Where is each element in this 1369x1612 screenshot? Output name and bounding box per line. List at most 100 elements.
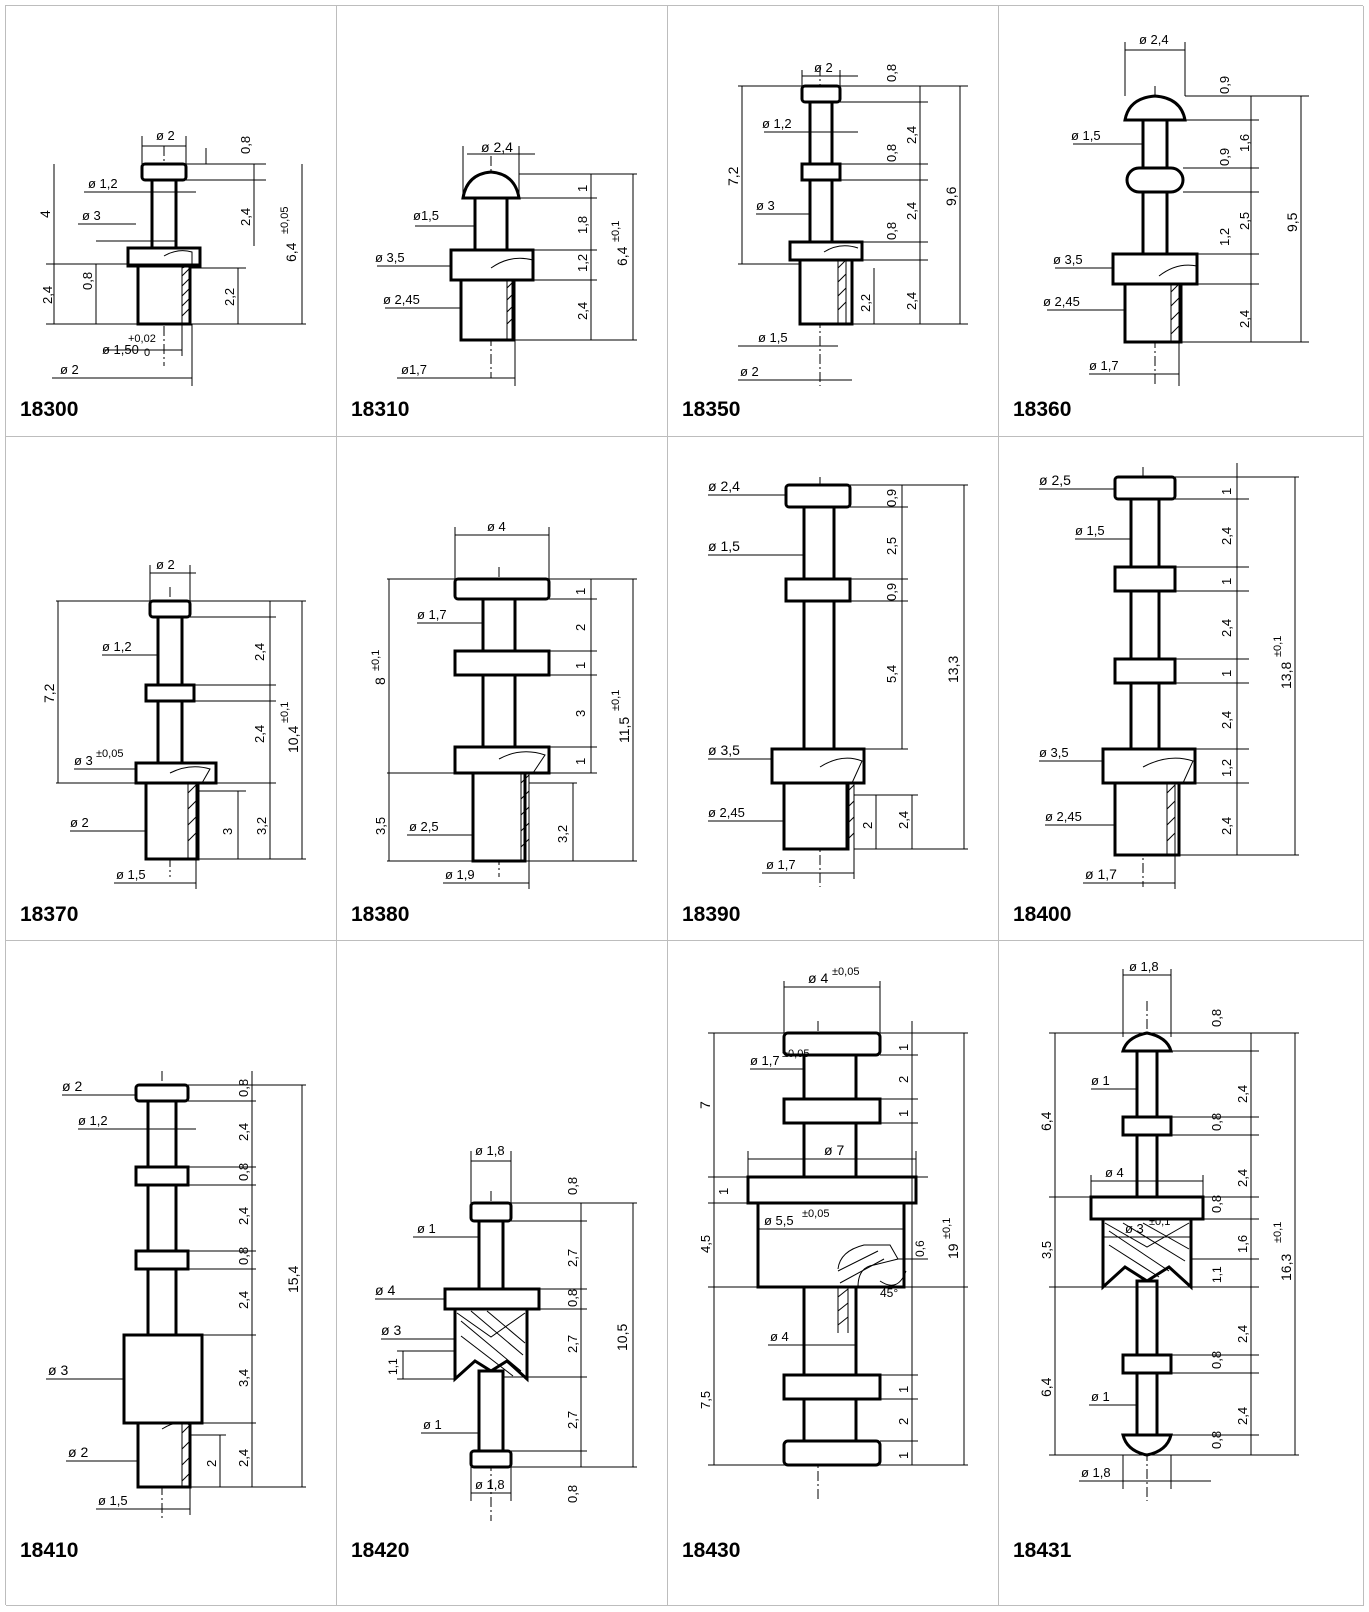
drawing-18430: ø 4 ±0,05 1 ø 1,7 ±0,05 2 7 1 1 ø 7 4,5 … — [697, 966, 968, 1501]
dim-18310-2: ø1,5 — [413, 208, 439, 223]
dim-18370-5: 10,4 — [285, 726, 301, 753]
part-cell-18390: ø 2,4 0,9 ø 1,5 2,5 0,9 5,4 13,3 ø 3,5 ø… — [668, 437, 999, 941]
dim-18370-11: 3,2 — [254, 817, 269, 835]
dim-18430-13: 0,6 — [913, 1240, 927, 1257]
dim-18350-6: 9,6 — [943, 186, 959, 206]
dim-18350-13: ø 2 — [740, 364, 759, 379]
dim-18300-12: +0,02 — [128, 333, 156, 345]
dim-18420-7: 10,5 — [614, 1324, 630, 1351]
dim-18410-7: 15,4 — [285, 1266, 301, 1293]
dim-18360-0: ø 2,4 — [1139, 32, 1169, 47]
drawing-18350: ø 2 0,8 ø 1,2 2,4 0,8 7,2 9,6 ø 3 2,4 0,… — [725, 60, 968, 386]
dim-18370-8: ±0,05 — [96, 748, 123, 760]
dim-18430-14: 19 — [945, 1243, 961, 1259]
dim-18370-2: 2,4 — [252, 643, 267, 661]
dim-18350-11: 2,4 — [904, 292, 919, 310]
dim-18350-8: 2,4 — [904, 202, 919, 220]
dim-18380-10: 1 — [573, 758, 588, 765]
dim-18400-9: 2,4 — [1219, 711, 1234, 729]
dim-18310-9: 2,4 — [575, 302, 590, 320]
dim-18410-12: 2 — [204, 1460, 219, 1467]
dim-18350-7: ø 3 — [756, 198, 775, 213]
dim-18410-8: 2,4 — [236, 1291, 251, 1309]
drawing-18431: ø 1,8 0,8 ø 1 2,4 6,4 0,8 2,4 ø 4 0,8 ø … — [1038, 959, 1299, 1501]
dim-18430-15: ±0,1 — [941, 1218, 953, 1239]
dim-18380-7: 3 — [573, 710, 588, 717]
dim-18380-3: 2 — [573, 624, 588, 631]
dim-18300-2: ø 1,2 — [88, 176, 118, 191]
dim-18430-19: 1 — [896, 1386, 911, 1393]
part-cell-18350: ø 2 0,8 ø 1,2 2,4 0,8 7,2 9,6 ø 3 2,4 0,… — [668, 6, 999, 437]
dim-18390-8: ø 2,45 — [708, 805, 745, 820]
dim-18300-10: 2,2 — [222, 288, 237, 306]
dim-18380-11: 3,5 — [373, 817, 388, 835]
dim-18350-4: 0,8 — [884, 144, 899, 162]
dim-18390-6: 13,3 — [945, 656, 961, 683]
dim-18360-8: ø 3,5 — [1053, 252, 1083, 267]
dim-18370-0: ø 2 — [156, 557, 175, 572]
dim-18360-11: ø 1,7 — [1089, 358, 1119, 373]
dim-18380-8: 11,5 — [616, 717, 632, 743]
dim-18430-1: ±0,05 — [832, 966, 859, 978]
dim-18430-11: ø 5,5 — [764, 1213, 794, 1228]
dim-18410-2: ø 1,2 — [78, 1113, 108, 1128]
dim-18350-0: ø 2 — [814, 60, 833, 75]
dim-18400-12: ø 2,45 — [1045, 809, 1082, 824]
dim-18390-11: ø 1,7 — [766, 857, 796, 872]
dim-18310-8: ø 2,45 — [383, 292, 420, 307]
part-cell-18430: ø 4 ±0,05 1 ø 1,7 ±0,05 2 7 1 1 ø 7 4,5 … — [668, 941, 999, 1606]
dim-18350-10: 2,2 — [858, 294, 873, 312]
dim-18380-1: 1 — [573, 588, 588, 595]
dim-18380-4: 8 — [372, 677, 388, 685]
dim-18380-6: 1 — [573, 662, 588, 669]
dim-18350-1: 0,8 — [884, 64, 899, 82]
dim-18360-4: 0,9 — [1217, 148, 1232, 166]
dim-18400-2: ø 1,5 — [1075, 523, 1105, 538]
dim-18431-1: 0,8 — [1209, 1009, 1224, 1027]
drawing-18390: ø 2,4 0,9 ø 1,5 2,5 0,9 5,4 13,3 ø 3,5 ø… — [708, 477, 968, 887]
part-number: 18430 — [682, 1539, 741, 1562]
dim-18431-14: ±0,1 — [1272, 1222, 1284, 1243]
dim-18310-4: 6,4 — [614, 246, 630, 266]
dim-18410-9: ø 3 — [48, 1362, 68, 1378]
dim-18410-14: ø 1,5 — [98, 1493, 128, 1508]
dim-18370-1: ø 1,2 — [102, 639, 132, 654]
drawing-18400: ø 2,5 1 ø 1,5 2,4 1 2,4 1 13,8 ±0,1 2,4 … — [1039, 463, 1299, 889]
dim-18430-3: ø 1,7 — [750, 1053, 780, 1068]
dim-18431-19: ø 1 — [1091, 1389, 1110, 1404]
drawing-18420: ø 1,8 0,8 ø 1 2,7 ø 4 0,8 ø 3 10,5 2,7 1… — [375, 1143, 637, 1521]
dim-18420-4: ø 4 — [375, 1282, 395, 1298]
dim-18390-7: ø 3,5 — [708, 742, 740, 758]
dim-18430-18: 7,5 — [698, 1391, 713, 1409]
dim-18431-2: ø 1 — [1091, 1073, 1110, 1088]
dim-18370-3: 7,2 — [41, 683, 57, 703]
dim-18300-3: 4 — [37, 210, 53, 218]
dim-18310-3: 1,8 — [575, 216, 590, 234]
dim-18390-3: 2,5 — [884, 537, 899, 555]
dim-18400-7: 13,8 — [1278, 662, 1294, 689]
dim-18380-12: ø 2,5 — [409, 819, 439, 834]
dim-18380-13: 3,2 — [555, 825, 570, 843]
dim-18360-2: ø 1,5 — [1071, 128, 1101, 143]
dim-18430-2: 1 — [896, 1044, 911, 1051]
dim-18400-13: 2,4 — [1219, 817, 1234, 835]
dim-18300-6: 6,4 — [283, 242, 299, 262]
dim-18400-5: 2,4 — [1219, 619, 1234, 637]
dim-18431-10: ±0,1 — [1149, 1216, 1170, 1228]
part-number: 18310 — [351, 398, 410, 421]
dim-18431-18: 6,4 — [1038, 1377, 1054, 1397]
dim-18370-4: 2,4 — [252, 725, 267, 743]
dim-18431-15: 1,1 — [1210, 1266, 1224, 1283]
part-number: 18420 — [351, 1539, 410, 1562]
dim-18380-5: ±0,1 — [370, 650, 382, 671]
part-cell-18431: ø 1,8 0,8 ø 1 2,4 6,4 0,8 2,4 ø 4 0,8 ø … — [999, 941, 1364, 1606]
dim-18431-6: 2,4 — [1235, 1169, 1250, 1187]
dim-18430-4: ±0,05 — [782, 1048, 809, 1060]
dim-18431-5: 0,8 — [1209, 1113, 1224, 1131]
part-number: 18400 — [1013, 903, 1072, 926]
dim-18380-9: ±0,1 — [610, 690, 622, 711]
dim-18431-13: 16,3 — [1278, 1254, 1294, 1281]
dim-18431-7: ø 4 — [1105, 1165, 1124, 1180]
dim-18380-14: ø 1,9 — [445, 867, 475, 882]
dim-18420-8: 2,7 — [565, 1335, 580, 1353]
